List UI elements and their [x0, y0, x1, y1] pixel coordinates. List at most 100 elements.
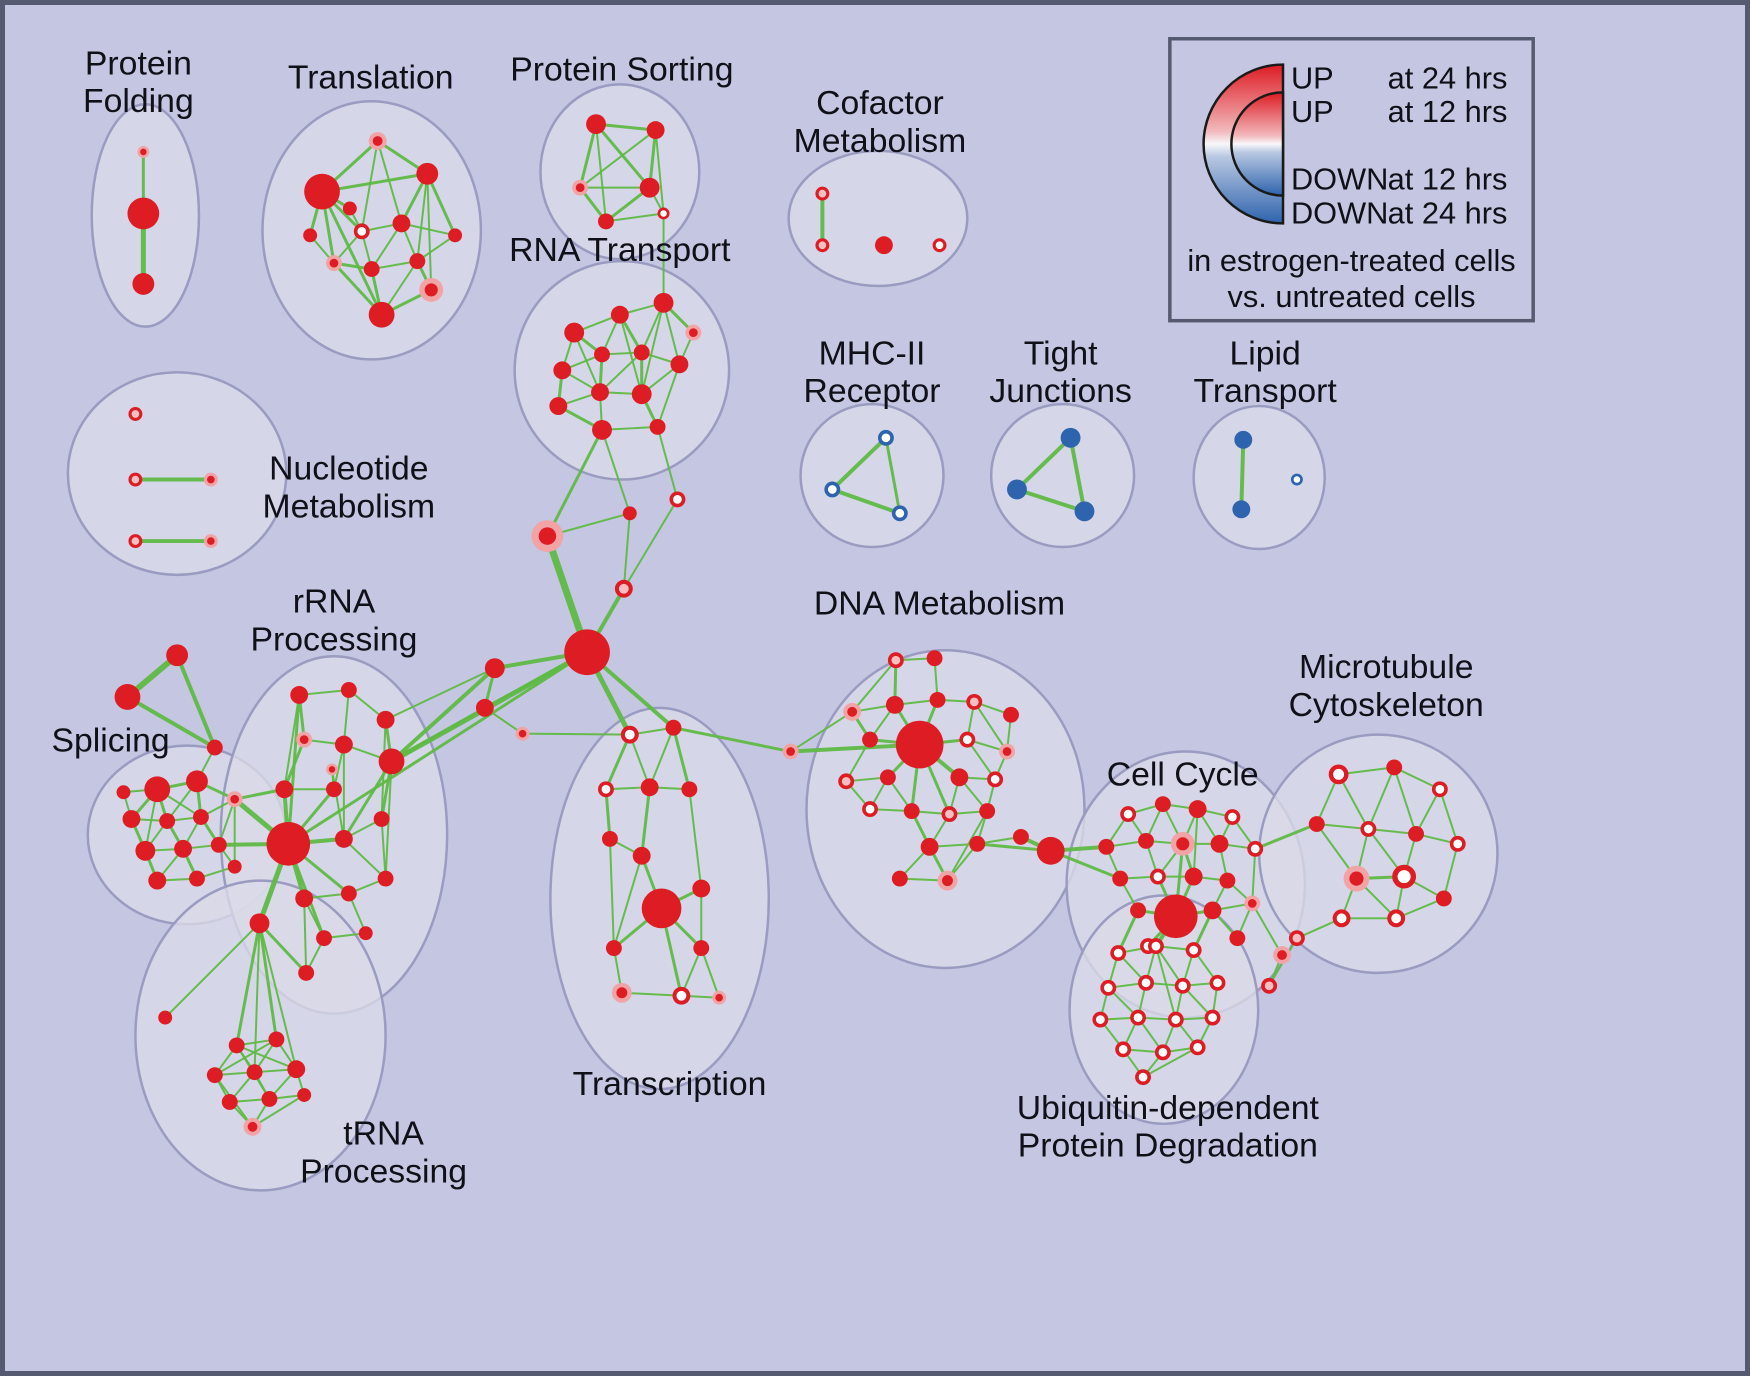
gene-node	[610, 305, 629, 324]
gene-node	[633, 344, 650, 361]
gene-node	[1435, 890, 1452, 907]
gene-node	[815, 186, 830, 201]
gene-node	[1332, 909, 1351, 928]
gene-node	[622, 506, 637, 521]
network-edge	[671, 726, 691, 791]
gene-node-inner-disk	[1192, 804, 1203, 815]
gene-node-inner-disk	[134, 204, 153, 223]
gene-node	[920, 837, 939, 856]
gene-node	[1219, 872, 1236, 889]
gene-node	[1148, 938, 1164, 955]
gene-node-inner-disk	[935, 241, 944, 250]
network-edge	[1367, 766, 1396, 830]
gene-node	[266, 822, 311, 866]
gene-node-inner-disk	[1141, 836, 1151, 846]
gene-node	[1135, 1069, 1151, 1086]
network-edge	[384, 667, 496, 721]
network-edge	[1239, 437, 1246, 512]
gene-node	[189, 870, 205, 887]
cluster-mhc-ellipse	[799, 402, 945, 549]
network-edge	[286, 693, 301, 846]
gene-nodes	[114, 114, 1466, 1136]
gene-node	[564, 322, 585, 343]
gene-node-inner-disk	[1189, 945, 1199, 955]
gene-node-inner-disk	[1043, 843, 1059, 859]
gene-node-inner-disk	[1228, 812, 1237, 822]
gene-node-inner-disk	[644, 182, 656, 194]
gene-node-inner-disk	[605, 834, 615, 844]
gene-node-inner-disk	[1133, 906, 1143, 915]
network-edge	[217, 798, 236, 846]
gene-node	[1036, 836, 1065, 865]
gene-node-inner-disk	[152, 875, 163, 886]
gene-node-inner-disk	[930, 653, 939, 663]
gene-node	[1232, 500, 1251, 519]
gene-node	[1003, 706, 1019, 723]
gene-node-inner-disk	[372, 136, 383, 146]
gene-node	[296, 731, 313, 748]
gene-node-inner-disk	[1193, 1043, 1203, 1052]
network-edge	[604, 212, 665, 223]
gene-node	[926, 650, 943, 667]
gene-node	[862, 731, 878, 748]
gene-node-inner-disk	[609, 943, 619, 953]
gene-node	[1115, 1041, 1132, 1058]
gene-node	[1149, 868, 1166, 885]
gene-node-inner-disk	[818, 241, 827, 250]
gene-node	[1204, 1009, 1221, 1026]
gene-node	[903, 803, 920, 820]
gene-node-inner-disk	[1391, 913, 1402, 924]
gene-node-inner-disk	[614, 309, 625, 320]
network-edge	[380, 818, 387, 880]
network-edge	[389, 666, 497, 764]
gene-node-inner-disk	[1223, 876, 1232, 885]
gene-node	[132, 273, 155, 295]
gene-node	[210, 836, 227, 853]
gene-node-inner-disk	[1115, 874, 1125, 883]
gene-node-inner-disk	[827, 485, 837, 494]
gene-node	[1112, 870, 1129, 887]
gene-node-inner-disk	[377, 814, 386, 824]
gene-node-inner-disk	[696, 943, 706, 953]
gene-node	[999, 743, 1015, 760]
network-edge	[662, 301, 681, 366]
legend-note-line: vs. untreated cells	[1228, 279, 1476, 314]
gene-node-inner-disk	[982, 806, 992, 816]
gene-node-inner-disk	[715, 993, 723, 1002]
gene-node-inner-disk	[865, 804, 875, 814]
gene-node-inner-disk	[962, 735, 972, 744]
gene-node	[838, 773, 855, 790]
gene-node	[1328, 764, 1349, 785]
gene-node	[641, 888, 682, 929]
gene-node	[1387, 909, 1406, 928]
network-edge	[601, 428, 631, 515]
gene-node	[1012, 828, 1029, 845]
gene-node-inner-disk	[1277, 950, 1287, 960]
gene-node	[877, 429, 894, 446]
network-edge	[521, 732, 631, 736]
gene-node	[1060, 427, 1081, 448]
gene-node	[203, 472, 218, 487]
network-edge	[594, 122, 658, 132]
network-edge	[640, 301, 665, 396]
network-edge	[303, 897, 308, 974]
gene-node	[376, 710, 395, 729]
gene-node	[1408, 825, 1424, 842]
gene-node-inner-disk	[847, 706, 858, 717]
gene-node-inner-disk	[1079, 505, 1090, 517]
gene-node	[137, 145, 150, 158]
gene-node	[929, 691, 946, 708]
gene-node-inner-disk	[380, 714, 391, 725]
gene-node-inner-disk	[1397, 870, 1411, 884]
gene-node-inner-disk	[344, 685, 354, 695]
gene-node-inner-disk	[1214, 838, 1225, 849]
gene-node	[114, 684, 141, 710]
gene-node	[1247, 840, 1264, 857]
gene-node-inner-disk	[673, 495, 682, 504]
cluster-ellipses	[66, 83, 1499, 1192]
gene-node	[594, 346, 610, 363]
gene-node	[368, 132, 387, 150]
